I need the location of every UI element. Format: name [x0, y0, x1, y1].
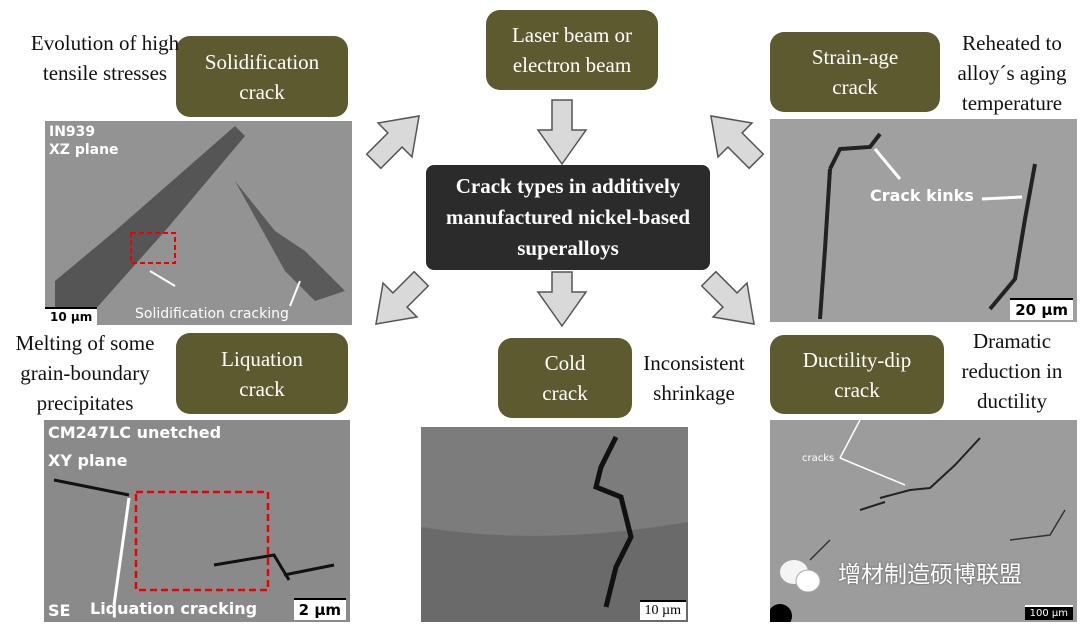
- liquation-box: Liquation crack: [176, 333, 348, 414]
- arrow-down-icon: [536, 99, 588, 166]
- strain-age-box: Strain-age crack: [770, 32, 940, 112]
- source-box: Laser beam or electron beam: [486, 10, 658, 90]
- scale-bar: 100 µm: [1024, 605, 1073, 620]
- solidification-label: Solidification crack: [204, 49, 320, 104]
- arrow-upleft-icon: [365, 115, 420, 170]
- solidification-annotation: Solidification cracking: [135, 306, 289, 322]
- liquation-note: Melting of some grain-boundary precipita…: [15, 331, 155, 415]
- plane-label: XZ plane: [49, 142, 119, 158]
- alloy-label: IN939: [49, 124, 96, 140]
- cold-micrograph: 10 µm: [421, 427, 688, 622]
- scale-bar: 10 µm: [639, 600, 686, 620]
- wechat-icon: [780, 560, 821, 593]
- strain-age-micrograph: Crack kinks 20 µm: [770, 119, 1077, 322]
- liquation-label: Liquation crack: [221, 346, 303, 401]
- scale-bar: 20 µm: [1010, 298, 1073, 320]
- ductility-dip-annotation: cracks: [802, 453, 835, 464]
- solidification-note: Evolution of high tensile stresses: [30, 31, 180, 85]
- ductility-dip-box: Ductility-dip crack: [770, 335, 944, 414]
- cold-note: Inconsistent shrinkage: [643, 351, 745, 405]
- cold-box: Cold crack: [498, 338, 632, 418]
- watermark: 增材制造硕博联盟: [778, 558, 1068, 594]
- plane-label: XY plane: [48, 451, 128, 470]
- source-label: Laser beam or electron beam: [511, 23, 633, 77]
- ductility-dip-note: Dramatic reduction in ductility: [961, 329, 1063, 413]
- strain-age-label: Strain-age crack: [811, 45, 899, 99]
- solidification-micrograph: IN939 XZ plane Solidification cracking 1…: [45, 121, 352, 325]
- liquation-micrograph: CM247LC unetched XY plane SE Liquation c…: [44, 420, 350, 622]
- strain-age-note: Reheated to alloy´s aging temperature: [957, 31, 1067, 115]
- arrow-downleft-icon: [375, 270, 430, 325]
- strain-age-annotation: Crack kinks: [870, 186, 974, 205]
- arrow-down-icon: [536, 271, 588, 328]
- ductility-dip-micrograph: cracks 增材制造硕博联盟 100 µm: [770, 420, 1077, 622]
- cold-label: Cold crack: [542, 351, 588, 405]
- scale-bar: 2 µm: [293, 598, 346, 620]
- scale-bar: 10 µm: [45, 307, 98, 325]
- ductility-dip-label: Ductility-dip crack: [802, 347, 912, 402]
- solidification-box: Solidification crack: [176, 36, 348, 117]
- arrow-downright-icon: [700, 270, 755, 325]
- alloy-label: CM247LC unetched: [48, 423, 222, 442]
- center-title: Crack types in additively manufactured n…: [445, 174, 691, 260]
- watermark-text: 增材制造硕博联盟: [838, 562, 1022, 588]
- center-title-box: Crack types in additively manufactured n…: [426, 165, 710, 270]
- detector-label: SE: [48, 601, 71, 620]
- liquation-annotation: Liquation cracking: [90, 599, 258, 618]
- arrow-upright-icon: [710, 115, 765, 170]
